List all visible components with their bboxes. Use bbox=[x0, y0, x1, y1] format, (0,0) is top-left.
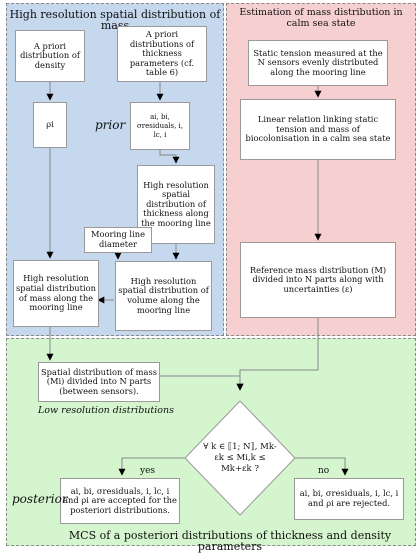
edge-spatial-to-condition bbox=[160, 375, 244, 391]
edge-condition-no bbox=[293, 457, 349, 476]
prior-label: prior bbox=[95, 118, 126, 132]
mass-dist-node: High resolution spatial distribution of … bbox=[13, 260, 99, 327]
posterior-label: posterior bbox=[12, 492, 68, 506]
params-node: ai, bi, σresiduals, i, lc, i bbox=[130, 102, 190, 150]
condition-text: ∀ k ∈ ⟦1; N⟧, Mk-εk ≤ Mi,k ≤ Mk+εk ? bbox=[203, 441, 277, 474]
no-label: no bbox=[318, 466, 330, 476]
low-res-label: Low resolution distributions bbox=[38, 405, 174, 416]
linear-relation-node: Linear relation linking static tension a… bbox=[240, 99, 396, 160]
rho-node: ρi bbox=[33, 102, 67, 148]
edge-reference-to-condition bbox=[236, 318, 319, 391]
decision-diamond bbox=[184, 400, 296, 516]
line-diameter-node: Mooring line diameter bbox=[84, 227, 152, 253]
edge-condition-yes bbox=[118, 457, 187, 476]
bottom-panel-title: MCS of a posteriori distributions of thi… bbox=[68, 529, 392, 553]
left-panel-title: High resolution spatial distribution of … bbox=[9, 8, 221, 32]
a-priori-thickness-node: A priori distributions of thickness para… bbox=[117, 26, 207, 82]
edge-params-to-thickness-dist bbox=[159, 150, 180, 164]
static-tension-node: Static tension measured at the N sensors… bbox=[248, 40, 388, 86]
yes-label: yes bbox=[140, 466, 156, 476]
a-priori-density-node: A priori distribution of density bbox=[15, 30, 85, 82]
accepted-node: ai, bi, σresiduals, i, lc, i and ρi are … bbox=[60, 478, 180, 524]
right-panel-title: Estimation of mass distribution in calm … bbox=[239, 7, 403, 29]
volume-dist-node: High resolution spatial distribution of … bbox=[115, 261, 212, 331]
rejected-node: ai, bi, σresiduals, i, lc, i and ρi are … bbox=[294, 478, 404, 520]
reference-mass-node: Reference mass distribution (M) divided … bbox=[240, 242, 396, 318]
spatial-mass-n-node: Spatial distribution of mass (Mi) divide… bbox=[38, 362, 160, 402]
